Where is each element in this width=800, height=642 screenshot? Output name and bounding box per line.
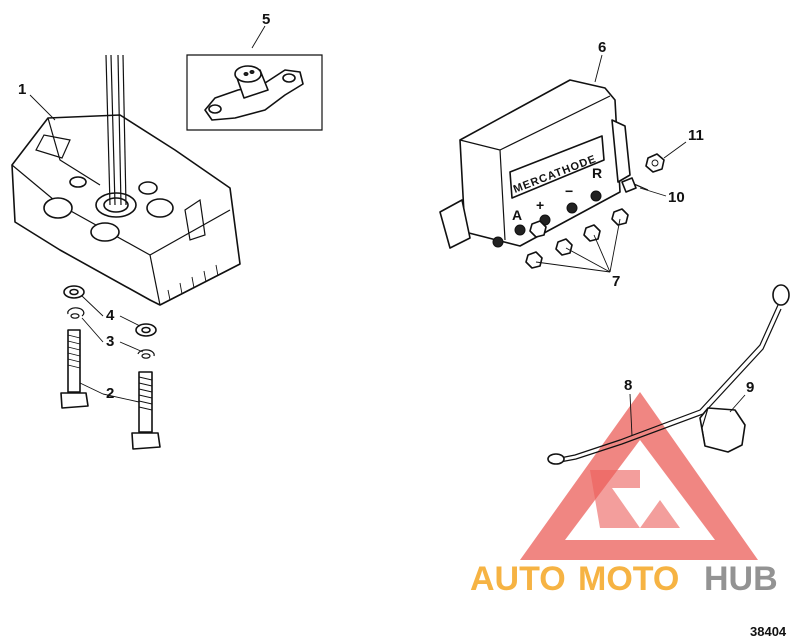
- terminal-r-label: R: [592, 165, 602, 181]
- watermark-moto: MOTO: [578, 560, 679, 598]
- screw: [621, 177, 649, 193]
- terminal-minus-label: −: [565, 183, 573, 199]
- lock-washer-right: [137, 349, 155, 359]
- callout-2: 2: [106, 385, 114, 402]
- lock-washer-left: [67, 307, 85, 319]
- washer-left: [63, 285, 85, 299]
- callout-11: 11: [688, 127, 704, 144]
- mercathode-controller: MERCATHODE A + − R: [439, 79, 631, 249]
- callout-3: 3: [106, 333, 114, 350]
- watermark-text: AUTO MOTO HUB: [470, 560, 778, 598]
- watermark-hub: HUB: [704, 560, 778, 598]
- bolt-left: [60, 329, 89, 409]
- bolt-right: [131, 371, 161, 450]
- figure-reference: 38404: [750, 624, 787, 639]
- callout-9: 9: [746, 379, 754, 396]
- terminal-plus-label: +: [536, 197, 544, 213]
- mount-bracket: [11, 114, 241, 306]
- terminal-a-label: A: [512, 207, 522, 223]
- callout-7: 7: [612, 273, 620, 290]
- washer-right: [135, 323, 157, 337]
- protective-cap: [699, 407, 746, 453]
- nut: [645, 153, 665, 173]
- lead-wires: [105, 54, 127, 206]
- watermark-logo: [520, 392, 758, 560]
- callout-1: 1: [18, 81, 26, 98]
- callout-10: 10: [668, 189, 685, 206]
- ground-strap: [547, 284, 790, 465]
- callout-6: 6: [598, 39, 606, 56]
- callout-8: 8: [624, 377, 632, 394]
- leader-lines: [29, 25, 746, 437]
- reference-electrode-inset: [186, 54, 323, 131]
- terminal-nuts: [525, 208, 629, 269]
- watermark-auto: AUTO: [470, 560, 566, 598]
- callout-5: 5: [262, 11, 270, 28]
- callout-4: 4: [106, 307, 115, 324]
